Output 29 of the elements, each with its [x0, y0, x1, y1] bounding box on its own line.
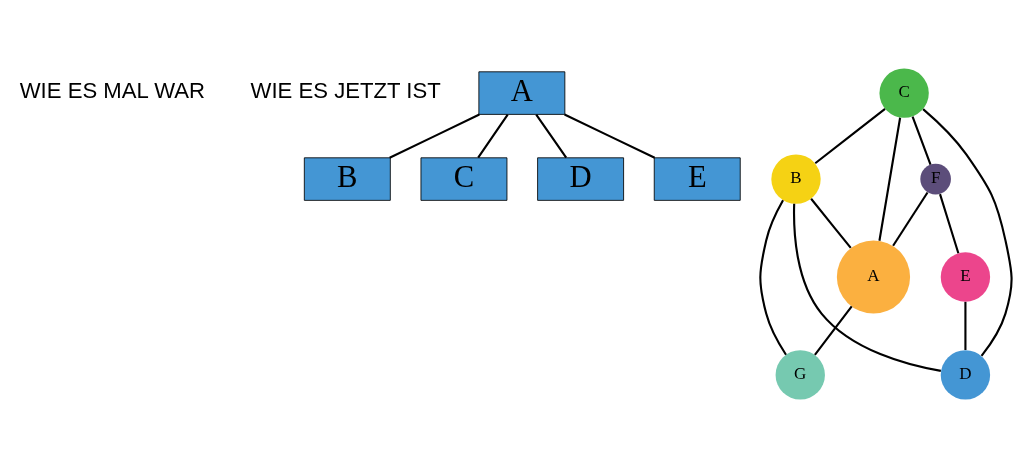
connector [878, 117, 902, 241]
connector [922, 108, 1013, 357]
node-circle: D [940, 350, 991, 400]
connector [939, 193, 960, 254]
connector [964, 301, 967, 350]
connector [810, 198, 852, 249]
node-box: E [653, 157, 741, 201]
connector [564, 113, 656, 159]
connector [792, 203, 942, 372]
node-circle: B [771, 154, 821, 204]
node-box: D [537, 157, 625, 201]
connector [911, 116, 932, 165]
node-box: C [420, 157, 508, 201]
connector [389, 113, 480, 159]
node-circle: E [940, 252, 991, 302]
node-circle: F [920, 163, 951, 195]
node-circle: A [836, 240, 911, 314]
connector [759, 199, 787, 356]
connector [814, 107, 886, 165]
connector [814, 305, 853, 356]
node-circle: G [775, 350, 825, 400]
connector [892, 191, 929, 247]
node-circle: C [879, 68, 929, 118]
connector [477, 113, 509, 159]
label: WIE ES JETZT IST [250, 78, 441, 104]
node-box: B [303, 157, 391, 201]
label: WIE ES MAL WAR [19, 78, 205, 104]
node-box: A [478, 71, 566, 115]
connector [535, 113, 568, 159]
